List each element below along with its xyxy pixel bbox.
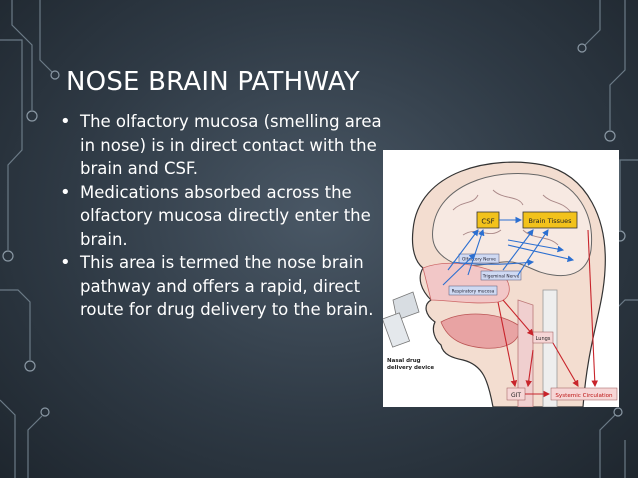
olfactory-nerve-label: Olfactory Nerve xyxy=(462,257,496,263)
tongue-shape xyxy=(440,313,520,349)
brain-shape xyxy=(432,172,593,277)
systemic-circulation-label: Systemic Circulation xyxy=(555,393,613,399)
brain-tissues-label: Brain Tissues xyxy=(529,217,573,225)
bullet-item: This area is termed the nose brain pathw… xyxy=(56,251,386,322)
nose-brain-diagram: CSF Brain Tissues Olfactory Nerve Trigem… xyxy=(383,150,619,407)
trigeminal-nerve-label: Trigeminal Nerve xyxy=(482,274,520,280)
csf-label: CSF xyxy=(481,218,494,226)
respiratory-mucosa-label: Respiratory mucosa xyxy=(452,289,495,295)
bullet-list: The olfactory mucosa (smelling area in n… xyxy=(56,110,386,322)
slide-title: NOSE BRAIN PATHWAY xyxy=(66,67,360,98)
nasal-device-label-2: delivery device xyxy=(387,365,434,371)
bullet-item: The olfactory mucosa (smelling area in n… xyxy=(56,110,386,181)
nasal-device-label: Nasal drug xyxy=(387,358,421,364)
git-label: GIT xyxy=(511,392,521,399)
lungs-label: Lungs xyxy=(536,336,551,342)
bullet-item: Medications absorbed across the olfactor… xyxy=(56,181,386,252)
